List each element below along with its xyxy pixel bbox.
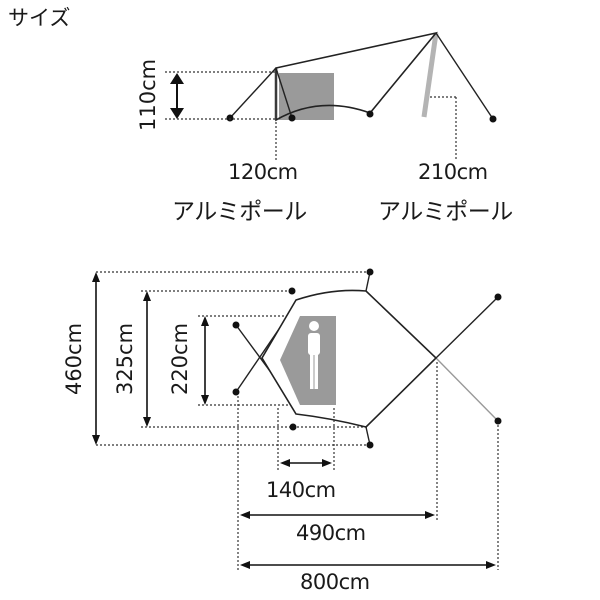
page-title: サイズ (8, 6, 71, 30)
height-arrowhead-down (170, 108, 184, 119)
peg (366, 441, 374, 449)
long-pole (421, 32, 439, 118)
peg (232, 321, 240, 329)
long-pole-length: 210cm (418, 160, 488, 184)
depth-inner-label: 220cm (168, 322, 192, 396)
height-label: 110cm (136, 58, 160, 131)
side-view (165, 31, 497, 160)
side-view-space (279, 73, 334, 120)
peg (494, 417, 502, 425)
peg (232, 388, 240, 396)
width-small-label: 140cm (266, 478, 336, 502)
depth-mid-label: 325cm (113, 322, 137, 396)
width-mid-label: 490cm (296, 521, 366, 545)
height-arrowhead-up (170, 73, 184, 84)
guyline-short-mid (275, 67, 293, 119)
peg (288, 114, 296, 122)
peg (366, 268, 374, 276)
peg (366, 110, 374, 118)
peg (494, 293, 502, 301)
long-pole-type: アルミポール (378, 199, 513, 225)
top-view (92, 268, 502, 570)
peg (288, 287, 296, 295)
guyline-left (229, 67, 277, 119)
guyline-right (435, 32, 494, 120)
peg (489, 115, 497, 123)
depth-outer-label: 460cm (62, 322, 86, 396)
peg (226, 114, 234, 122)
person-area (280, 316, 336, 405)
width-total-label: 800cm (300, 570, 370, 594)
peg (289, 423, 297, 431)
short-pole-length: 120cm (228, 160, 298, 184)
person-icon (308, 321, 320, 389)
short-pole-type: アルミポール (172, 199, 307, 225)
